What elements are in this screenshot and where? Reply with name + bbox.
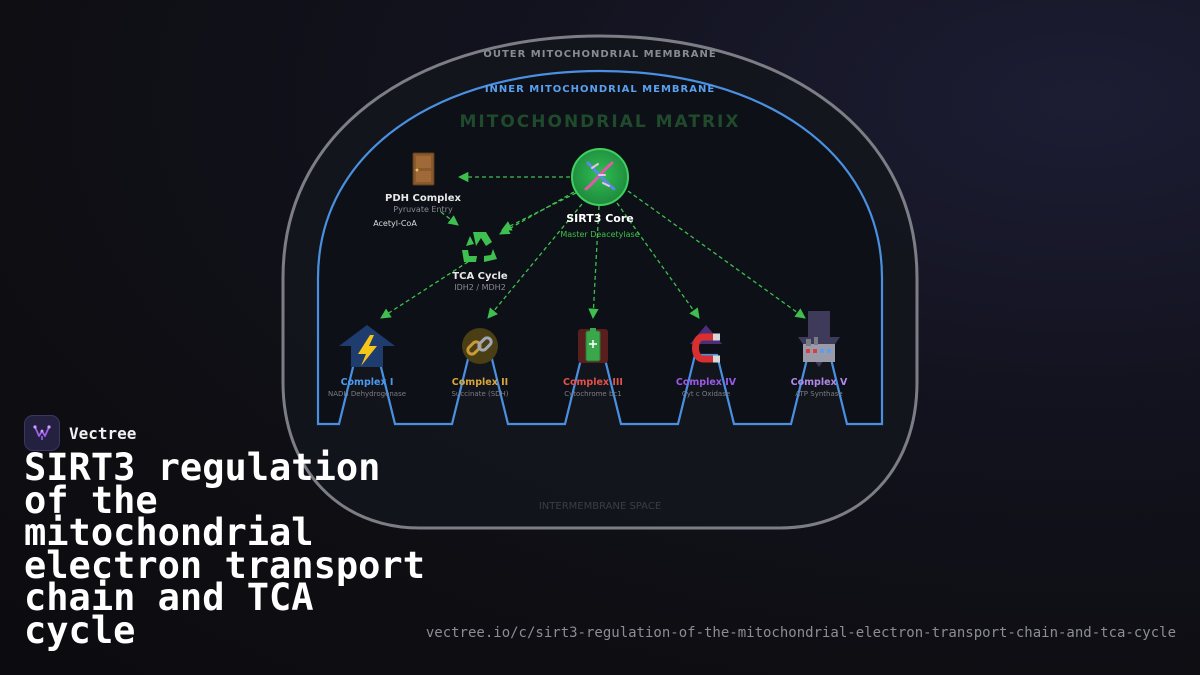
lightning-icon: [339, 325, 395, 367]
outer-membrane-label: OUTER MITOCHONDRIAL MEMBRANE: [483, 49, 716, 60]
complex-3-name: Complex III: [563, 377, 623, 388]
pdh-complex-node[interactable]: PDH Complex Pyruvate Entry Acetyl-CoA: [373, 152, 462, 228]
brand[interactable]: Vectree: [24, 415, 136, 451]
arrow-to-complex-5: [627, 190, 806, 319]
sirt3-name: SIRT3 Core: [566, 212, 634, 225]
vectree-logo-icon: [24, 415, 60, 451]
brand-name: Vectree: [69, 423, 137, 443]
tca-name: TCA Cycle: [452, 271, 508, 282]
complex-4-node[interactable]: Complex IV Cyt c Oxidase: [676, 325, 737, 398]
complex-1-subtitle: NADH Dehydrogenase: [328, 390, 406, 398]
battery-icon: [578, 328, 608, 363]
matrix-label: MITOCHONDRIAL MATRIX: [460, 112, 741, 132]
page-url[interactable]: vectree.io/c/sirt3-regulation-of-the-mit…: [425, 625, 1176, 641]
tca-subtitle: IDH2 / MDH2: [454, 283, 506, 292]
arrow-to-complex-2: [487, 203, 583, 319]
dna-icon: [584, 161, 616, 191]
complex-5-name: Complex V: [791, 377, 848, 388]
inner-membrane: [316, 69, 884, 426]
complex-1-name: Complex I: [341, 377, 394, 388]
complex-1-node[interactable]: Complex I NADH Dehydrogenase: [328, 325, 406, 398]
arrow-to-complex-3: [588, 205, 600, 320]
page-title: SIRT3 regulation of the mitochondrial el…: [24, 446, 425, 652]
factory-icon: [798, 311, 840, 367]
complex-5-node[interactable]: Complex V ATP Synthase: [791, 311, 848, 398]
door-icon: [412, 152, 435, 186]
intermembrane-label: INTERMEMBRANE SPACE: [539, 501, 661, 512]
arrow-to-complex-4: [616, 202, 700, 319]
magnet-icon: [690, 325, 722, 363]
sirt3-core-node[interactable]: SIRT3 Core Master Deacetylase: [560, 148, 640, 239]
regulation-arrows: [380, 171, 806, 320]
complex-4-name: Complex IV: [676, 377, 737, 388]
pdh-name: PDH Complex: [385, 193, 461, 204]
complex-2-subtitle: Succinate (SDH): [451, 390, 508, 398]
complex-5-subtitle: ATP Synthase: [795, 390, 842, 398]
pdh-subtitle: Pyruvate Entry: [393, 205, 453, 214]
arrow-acetyl-coa: [440, 211, 459, 226]
complex-3-subtitle: Cytochrome bc1: [564, 390, 621, 398]
recycle-icon: [462, 232, 497, 262]
inner-membrane-label: INNER MITOCHONDRIAL MEMBRANE: [485, 84, 715, 95]
arrow-tca-to-complex-1: [380, 257, 475, 319]
complex-3-node[interactable]: Complex III Cytochrome bc1: [563, 328, 623, 398]
sirt3-subtitle: Master Deacetylase: [560, 230, 639, 239]
complex-2-name: Complex II: [452, 377, 508, 388]
complex-2-node[interactable]: Complex II Succinate (SDH): [451, 328, 509, 398]
link-icon: [462, 328, 498, 364]
acetyl-coa-label: Acetyl-CoA: [373, 219, 417, 228]
complex-4-subtitle: Cyt c Oxidase: [682, 390, 730, 398]
tca-cycle-node[interactable]: TCA Cycle IDH2 / MDH2: [452, 232, 508, 292]
